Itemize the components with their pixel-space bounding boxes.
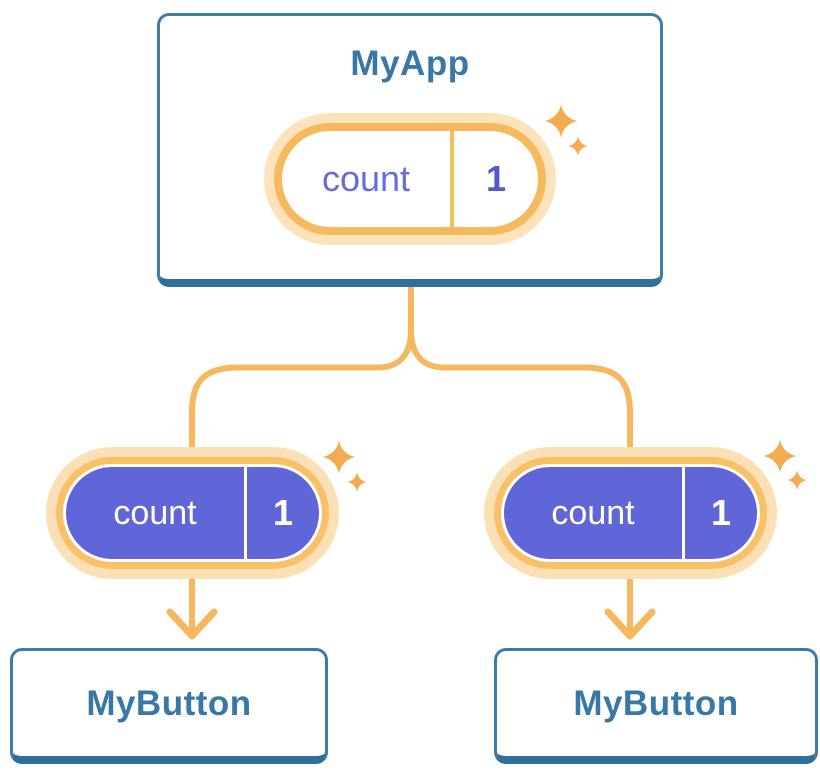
left-node-title: MyButton <box>86 683 252 723</box>
right-branch-line <box>408 327 633 631</box>
state-value-label: 1 <box>272 492 294 533</box>
left-button-node: MyButton <box>10 648 328 764</box>
left-branch-line <box>189 327 414 631</box>
state-key-label: count <box>113 493 197 532</box>
pill-divider <box>682 467 685 559</box>
pill-divider <box>244 467 247 559</box>
right-arrow-head-icon <box>604 608 656 640</box>
state-key-label: count <box>551 493 635 532</box>
state-value-label: 1 <box>485 158 507 199</box>
state-key-label: count <box>321 158 411 199</box>
right-node-title: MyButton <box>573 683 739 723</box>
left-prop-pill: count 1 <box>63 464 322 562</box>
state-value-label: 1 <box>710 492 732 533</box>
pill-divider <box>450 131 454 227</box>
root-node-title: MyApp <box>350 44 470 83</box>
right-button-node: MyButton <box>494 648 818 764</box>
root-state-pill: count 1 <box>274 123 546 235</box>
left-arrow-head-icon <box>166 608 218 640</box>
right-prop-pill: count 1 <box>501 464 760 562</box>
